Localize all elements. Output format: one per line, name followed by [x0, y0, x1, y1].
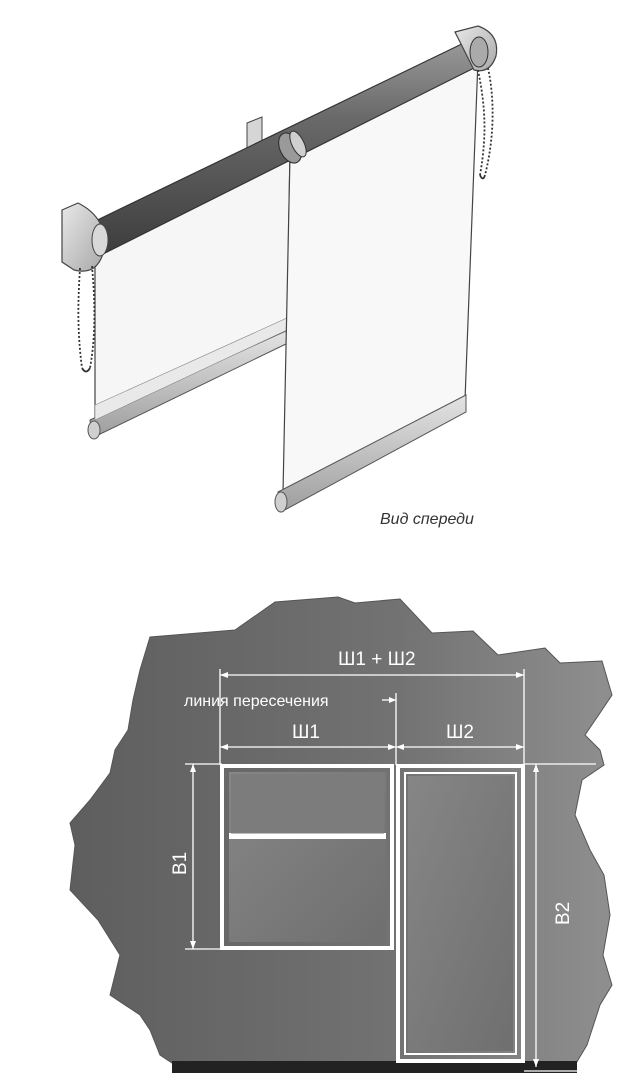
dimension-arrows	[190, 672, 539, 1067]
measurement-drawing: Ш1 + Ш2 линия пересечения Ш1 Ш2 В1 В2	[69, 596, 613, 1073]
dimension-lines	[185, 669, 596, 1072]
height2-label: В2	[553, 902, 574, 925]
measurement-scheme: Ш1 + Ш2 линия пересечения Ш1 Ш2 В1 В2	[0, 575, 633, 1077]
left-blind	[87, 149, 291, 440]
front-view-caption: Вид спереди	[380, 511, 474, 528]
right-chain-icon	[477, 67, 494, 180]
intersection-line-label: линия пересечения	[184, 693, 329, 710]
right-door	[396, 764, 525, 1063]
left-chain-icon	[77, 265, 96, 373]
width2-label: Ш2	[446, 722, 474, 743]
right-end-cap	[454, 25, 498, 72]
width1-label: Ш1	[292, 722, 320, 743]
roller-blinds-drawing: Вид спереди	[61, 25, 498, 528]
left-window	[220, 764, 394, 950]
height1-label: В1	[170, 852, 191, 875]
left-end-cap	[61, 202, 109, 272]
total-width-label: Ш1 + Ш2	[338, 649, 416, 670]
floor-strip	[172, 1061, 577, 1073]
front-view-illustration: Вид спереди	[61, 25, 498, 528]
right-blind	[274, 59, 479, 513]
